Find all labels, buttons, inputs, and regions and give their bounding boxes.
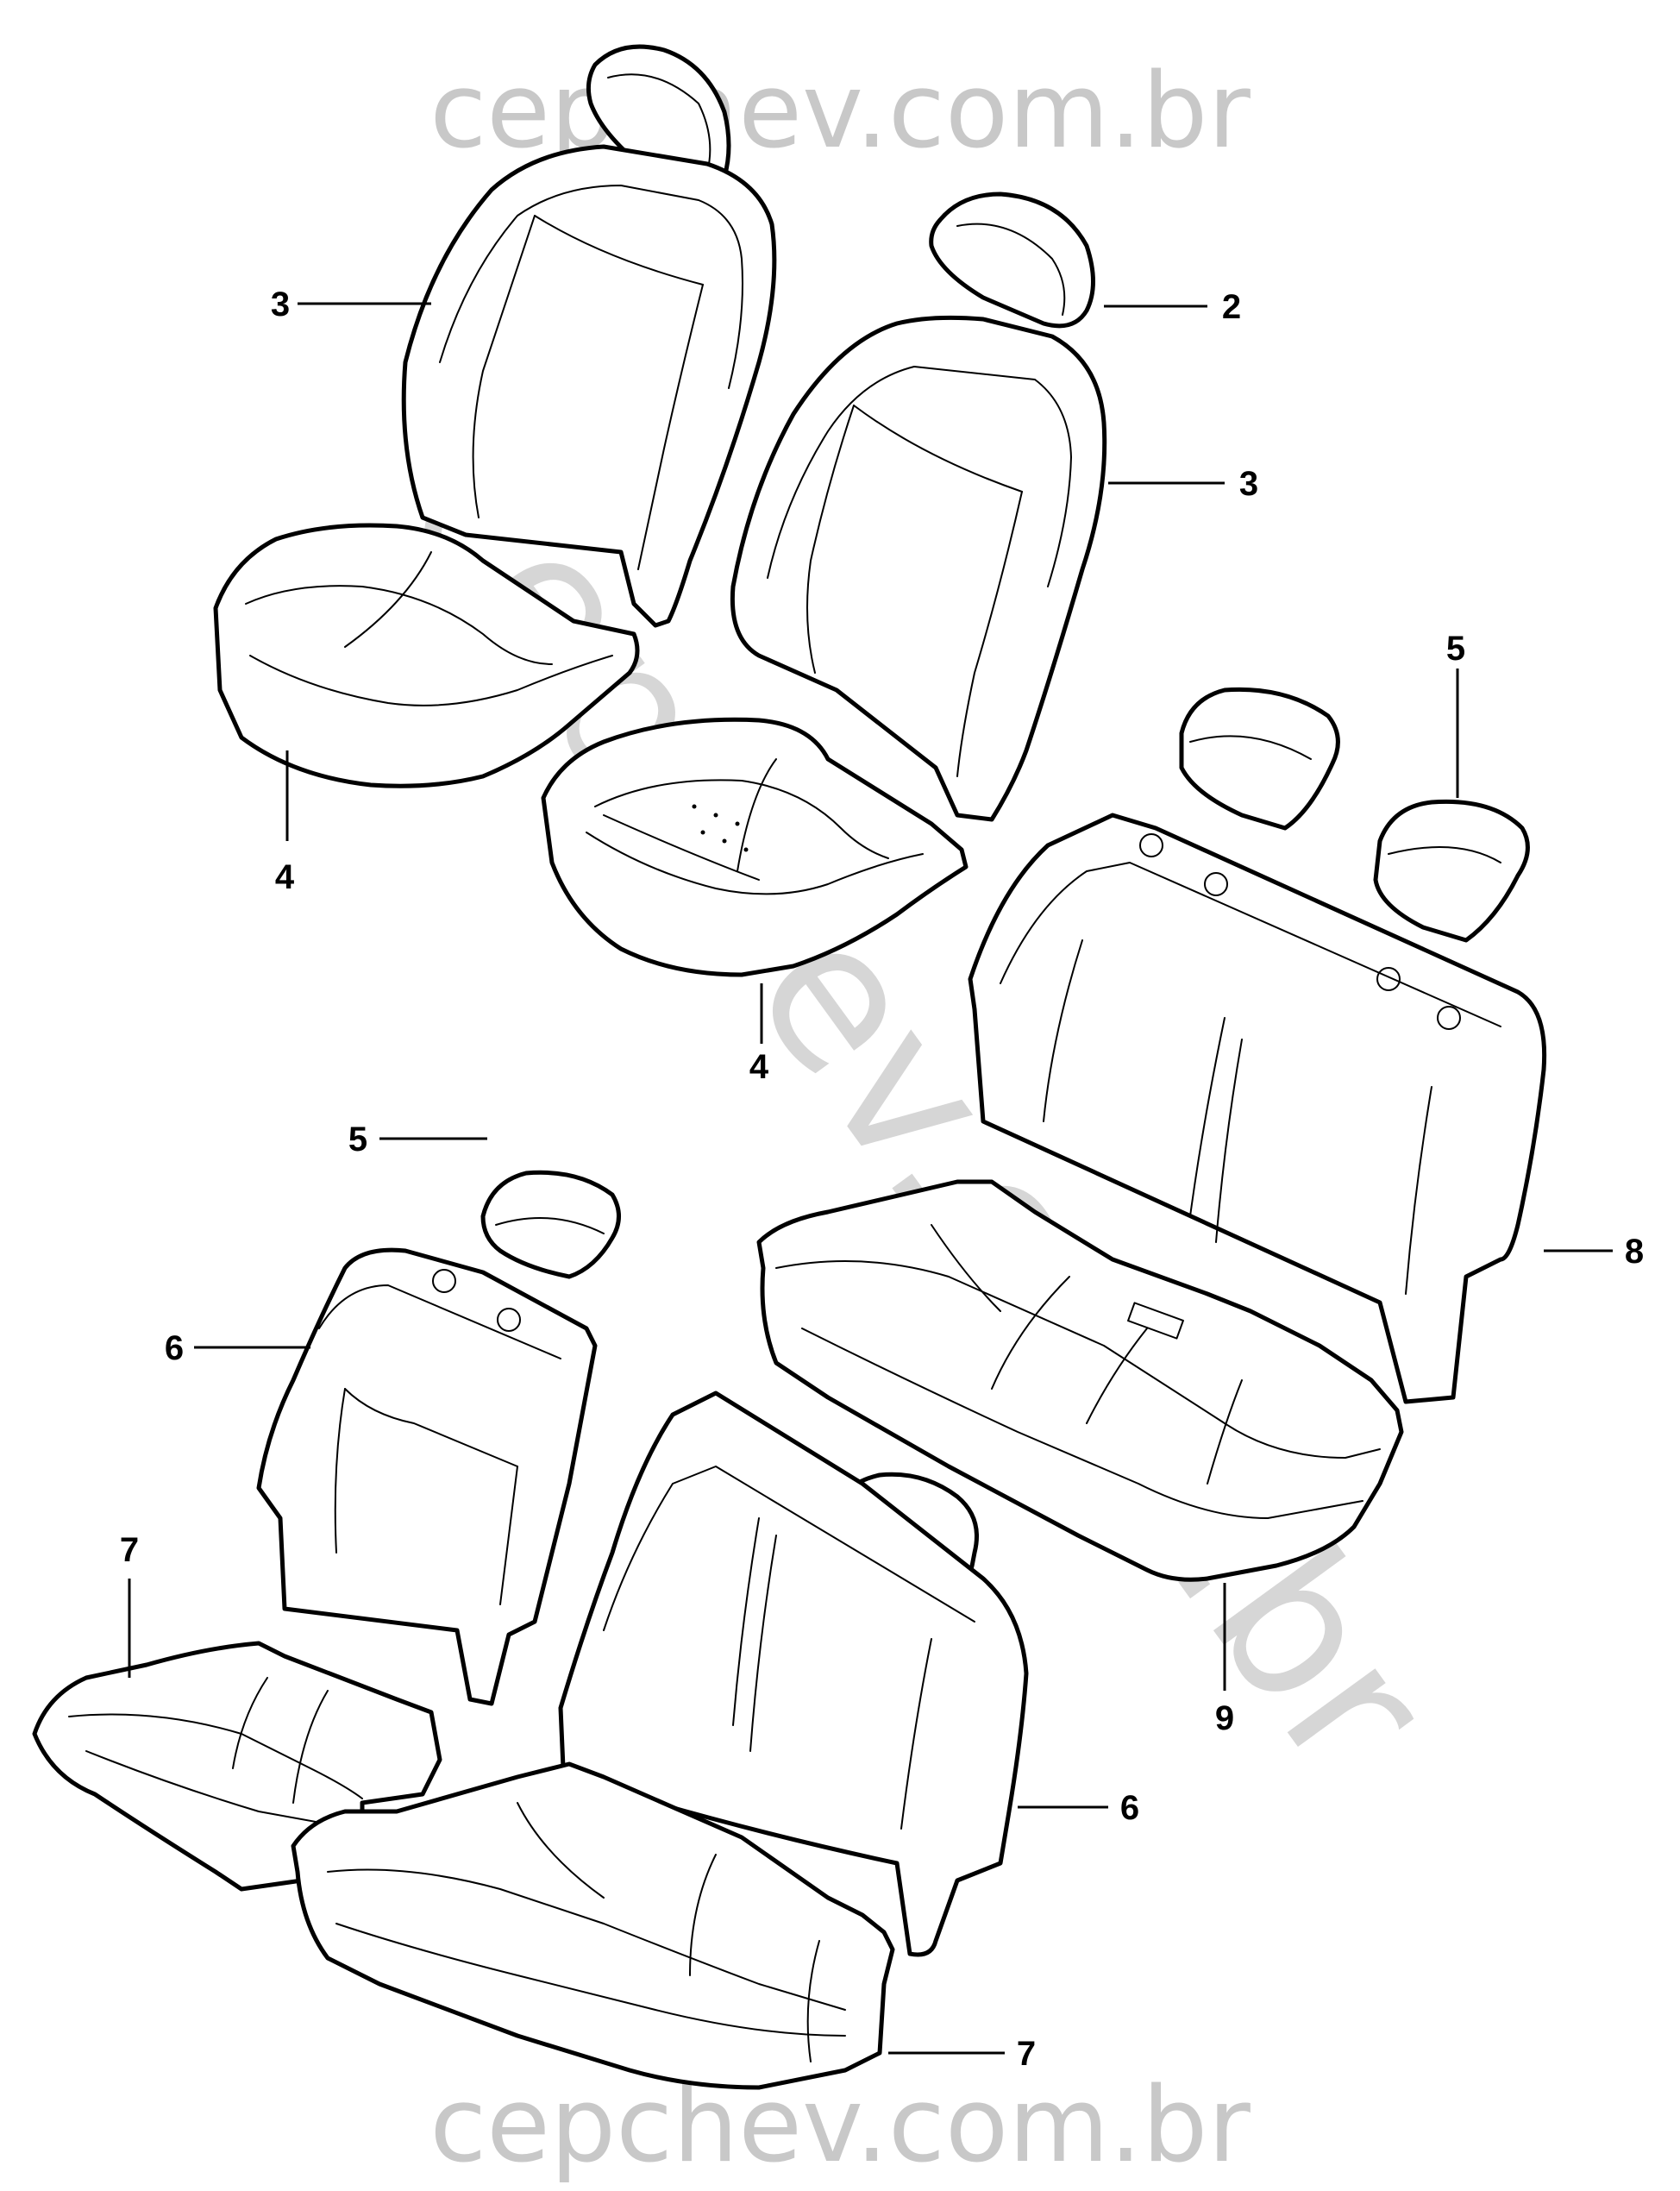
front-left-seat [213,44,777,788]
rear-headrest-left [1179,687,1340,831]
rear-bench [756,687,1547,1582]
callouts: 2 3 3 4 4 5 5 6 6 7 7 8 9 [120,286,1644,2073]
rear-headrest-right [1373,799,1530,943]
rear-right-backrest [558,1391,1029,1957]
rear-right-cushion [291,1761,895,2090]
rear-bench-backrest [968,813,1547,1404]
front-right-seat [541,191,1107,977]
rear-headrest-small-left [480,1170,621,1279]
callout-7-left: 7 [120,1531,139,1569]
callout-5-right: 5 [1446,630,1465,668]
callout-6-left: 6 [165,1329,184,1367]
front-right-headrest [929,191,1095,329]
callout-9: 9 [1215,1699,1234,1737]
front-left-cushion [213,523,640,788]
callout-7-bottom: 7 [1017,2035,1036,2073]
callout-8: 8 [1625,1233,1644,1271]
front-right-backrest [730,315,1107,822]
callout-4-left: 4 [275,858,295,896]
callout-5-left: 5 [348,1121,367,1158]
rear-left-backrest-narrow [256,1247,598,1706]
callout-4-center: 4 [749,1048,769,1086]
callout-3-right: 3 [1239,465,1258,503]
front-right-cushion [541,717,969,977]
front-left-backrest [401,144,777,628]
rear-right-section [291,1391,1029,2090]
callout-2: 2 [1222,288,1241,326]
cushion-dots [692,804,749,852]
callout-6-right: 6 [1120,1789,1139,1827]
rear-bench-cushion [756,1179,1404,1582]
callout-3-left: 3 [271,286,290,323]
watermark-bottom: cepchev.com.br [429,2066,1251,2186]
